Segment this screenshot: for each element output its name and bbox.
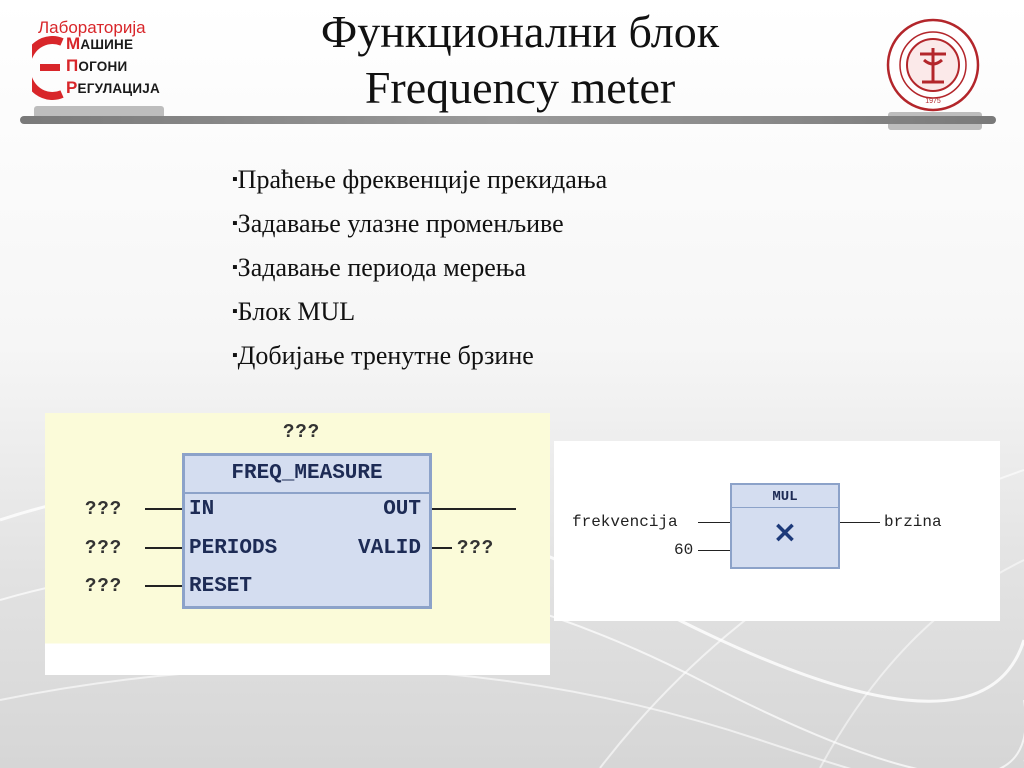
fm-pin-reset: RESET xyxy=(189,575,253,598)
freq-measure-diagram: ??? FREQ_MEASURE IN PERIODS RESET OUT VA… xyxy=(45,413,550,675)
bullet-item: Задавање улазне променљиве xyxy=(232,204,607,248)
lab-logo: Лабораторија МАШИНЕ ПОГОНИ РЕГУЛАЦИЈА xyxy=(28,14,178,110)
mul-diagram: frekvencija 60 brzina MUL × xyxy=(554,441,1000,621)
fm-pin-out: OUT xyxy=(383,498,421,521)
bullet-item: Праћење фреквенције прекидања xyxy=(232,160,608,204)
fm-instance-label: ??? xyxy=(283,421,321,443)
mul-wire-out xyxy=(840,522,880,523)
mul-output-label: brzina xyxy=(884,513,942,531)
fm-input-periods-value: ??? xyxy=(85,537,123,559)
slide-title: Функционални блок Frequency meter xyxy=(220,4,820,116)
lab-logo-line-1: МАШИНЕ xyxy=(66,34,134,53)
bullet-item: Задавање периода мерења xyxy=(232,248,607,292)
mul-block-separator xyxy=(732,507,838,508)
fm-pin-periods: PERIODS xyxy=(189,537,278,560)
mul-input-1-label: frekvencija xyxy=(572,513,678,531)
faculty-seal-icon: 1975 xyxy=(886,18,980,112)
fm-wire-reset xyxy=(145,585,182,587)
mul-input-2-label: 60 xyxy=(674,541,694,559)
fm-block-separator xyxy=(185,492,429,494)
lab-logo-line-3: РЕГУЛАЦИЈА xyxy=(66,78,160,97)
fm-pin-valid: VALID xyxy=(357,537,421,560)
slide-title-line-2: Frequency meter xyxy=(364,62,676,113)
mul-wire-in-2 xyxy=(698,550,730,551)
fm-wire-in xyxy=(145,508,182,510)
lab-e-icon xyxy=(32,36,64,100)
lab-logo-title: Лабораторија xyxy=(38,18,146,37)
bullet-item: Блок MUL xyxy=(232,292,607,336)
fm-pin-in: IN xyxy=(189,498,215,521)
mul-block-name: MUL xyxy=(772,489,798,505)
mul-wire-in-1 xyxy=(698,522,730,523)
slide-title-line-1: Функционални блок xyxy=(320,6,720,57)
mul-block: MUL × xyxy=(730,483,840,569)
fm-input-in-value: ??? xyxy=(85,498,123,520)
header-rule xyxy=(20,116,996,124)
fm-wire-periods xyxy=(145,547,182,549)
fm-wire-out xyxy=(432,508,516,510)
fm-valid-value: ??? xyxy=(457,537,495,559)
bullet-item: Добијање тренутне брзине xyxy=(232,336,607,380)
fm-wire-valid xyxy=(432,547,452,549)
fm-block-name: FREQ_MEASURE xyxy=(231,462,383,485)
seal-year: 1975 xyxy=(925,98,941,105)
lab-logo-line-2: ПОГОНИ xyxy=(66,56,128,75)
multiply-icon: × xyxy=(772,515,798,550)
fm-input-reset-value: ??? xyxy=(85,575,123,597)
bullet-list: Праћење фреквенције прекидања Задавање у… xyxy=(232,160,608,380)
freq-measure-block: FREQ_MEASURE IN PERIODS RESET OUT VALID xyxy=(182,453,432,609)
